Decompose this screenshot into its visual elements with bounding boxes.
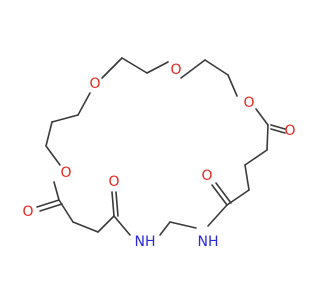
oxygen-atom-label: O	[243, 95, 254, 111]
molecule-structure: O O O O O O O O NH NH	[22, 57, 296, 250]
oxygen-atom-label: O	[22, 204, 33, 220]
bond	[58, 199, 74, 223]
bond	[115, 191, 119, 217]
oxygen-atom-label: O	[284, 123, 295, 139]
bond	[207, 204, 228, 227]
oxygen-atom-label: O	[60, 165, 71, 181]
bond	[215, 182, 232, 204]
bond	[270, 124, 286, 130]
bond	[101, 57, 123, 79]
bond	[45, 145, 61, 166]
bond	[51, 114, 79, 123]
bond	[244, 149, 268, 166]
bond-lines	[36, 57, 286, 236]
bond	[72, 221, 99, 233]
bond	[97, 215, 115, 233]
bond	[159, 221, 171, 236]
bond	[121, 57, 148, 74]
nitrogen-atom-label: NH	[198, 234, 219, 250]
oxygen-atom-label: O	[201, 168, 212, 184]
bond	[227, 74, 238, 97]
bond	[39, 203, 63, 212]
bond	[270, 128, 286, 134]
nitrogen-atom-label: NH	[135, 234, 156, 250]
bond	[226, 189, 250, 206]
oxygen-atom-label: O	[170, 62, 181, 78]
oxygen-atom-label: O	[108, 174, 119, 190]
bond	[211, 184, 228, 206]
bond	[111, 191, 115, 217]
bond	[204, 59, 229, 76]
bond	[255, 108, 269, 126]
bond	[36, 199, 60, 208]
oxygen-atom-label: O	[89, 76, 100, 92]
bond	[45, 121, 53, 147]
bond	[113, 215, 131, 236]
bond	[53, 181, 60, 201]
bond	[180, 59, 206, 79]
bond	[169, 221, 197, 229]
bond	[146, 61, 169, 74]
bond	[77, 92, 91, 116]
atom-labels: O O O O O O O O NH NH	[22, 62, 295, 250]
bond	[244, 164, 250, 191]
bond	[266, 124, 269, 151]
